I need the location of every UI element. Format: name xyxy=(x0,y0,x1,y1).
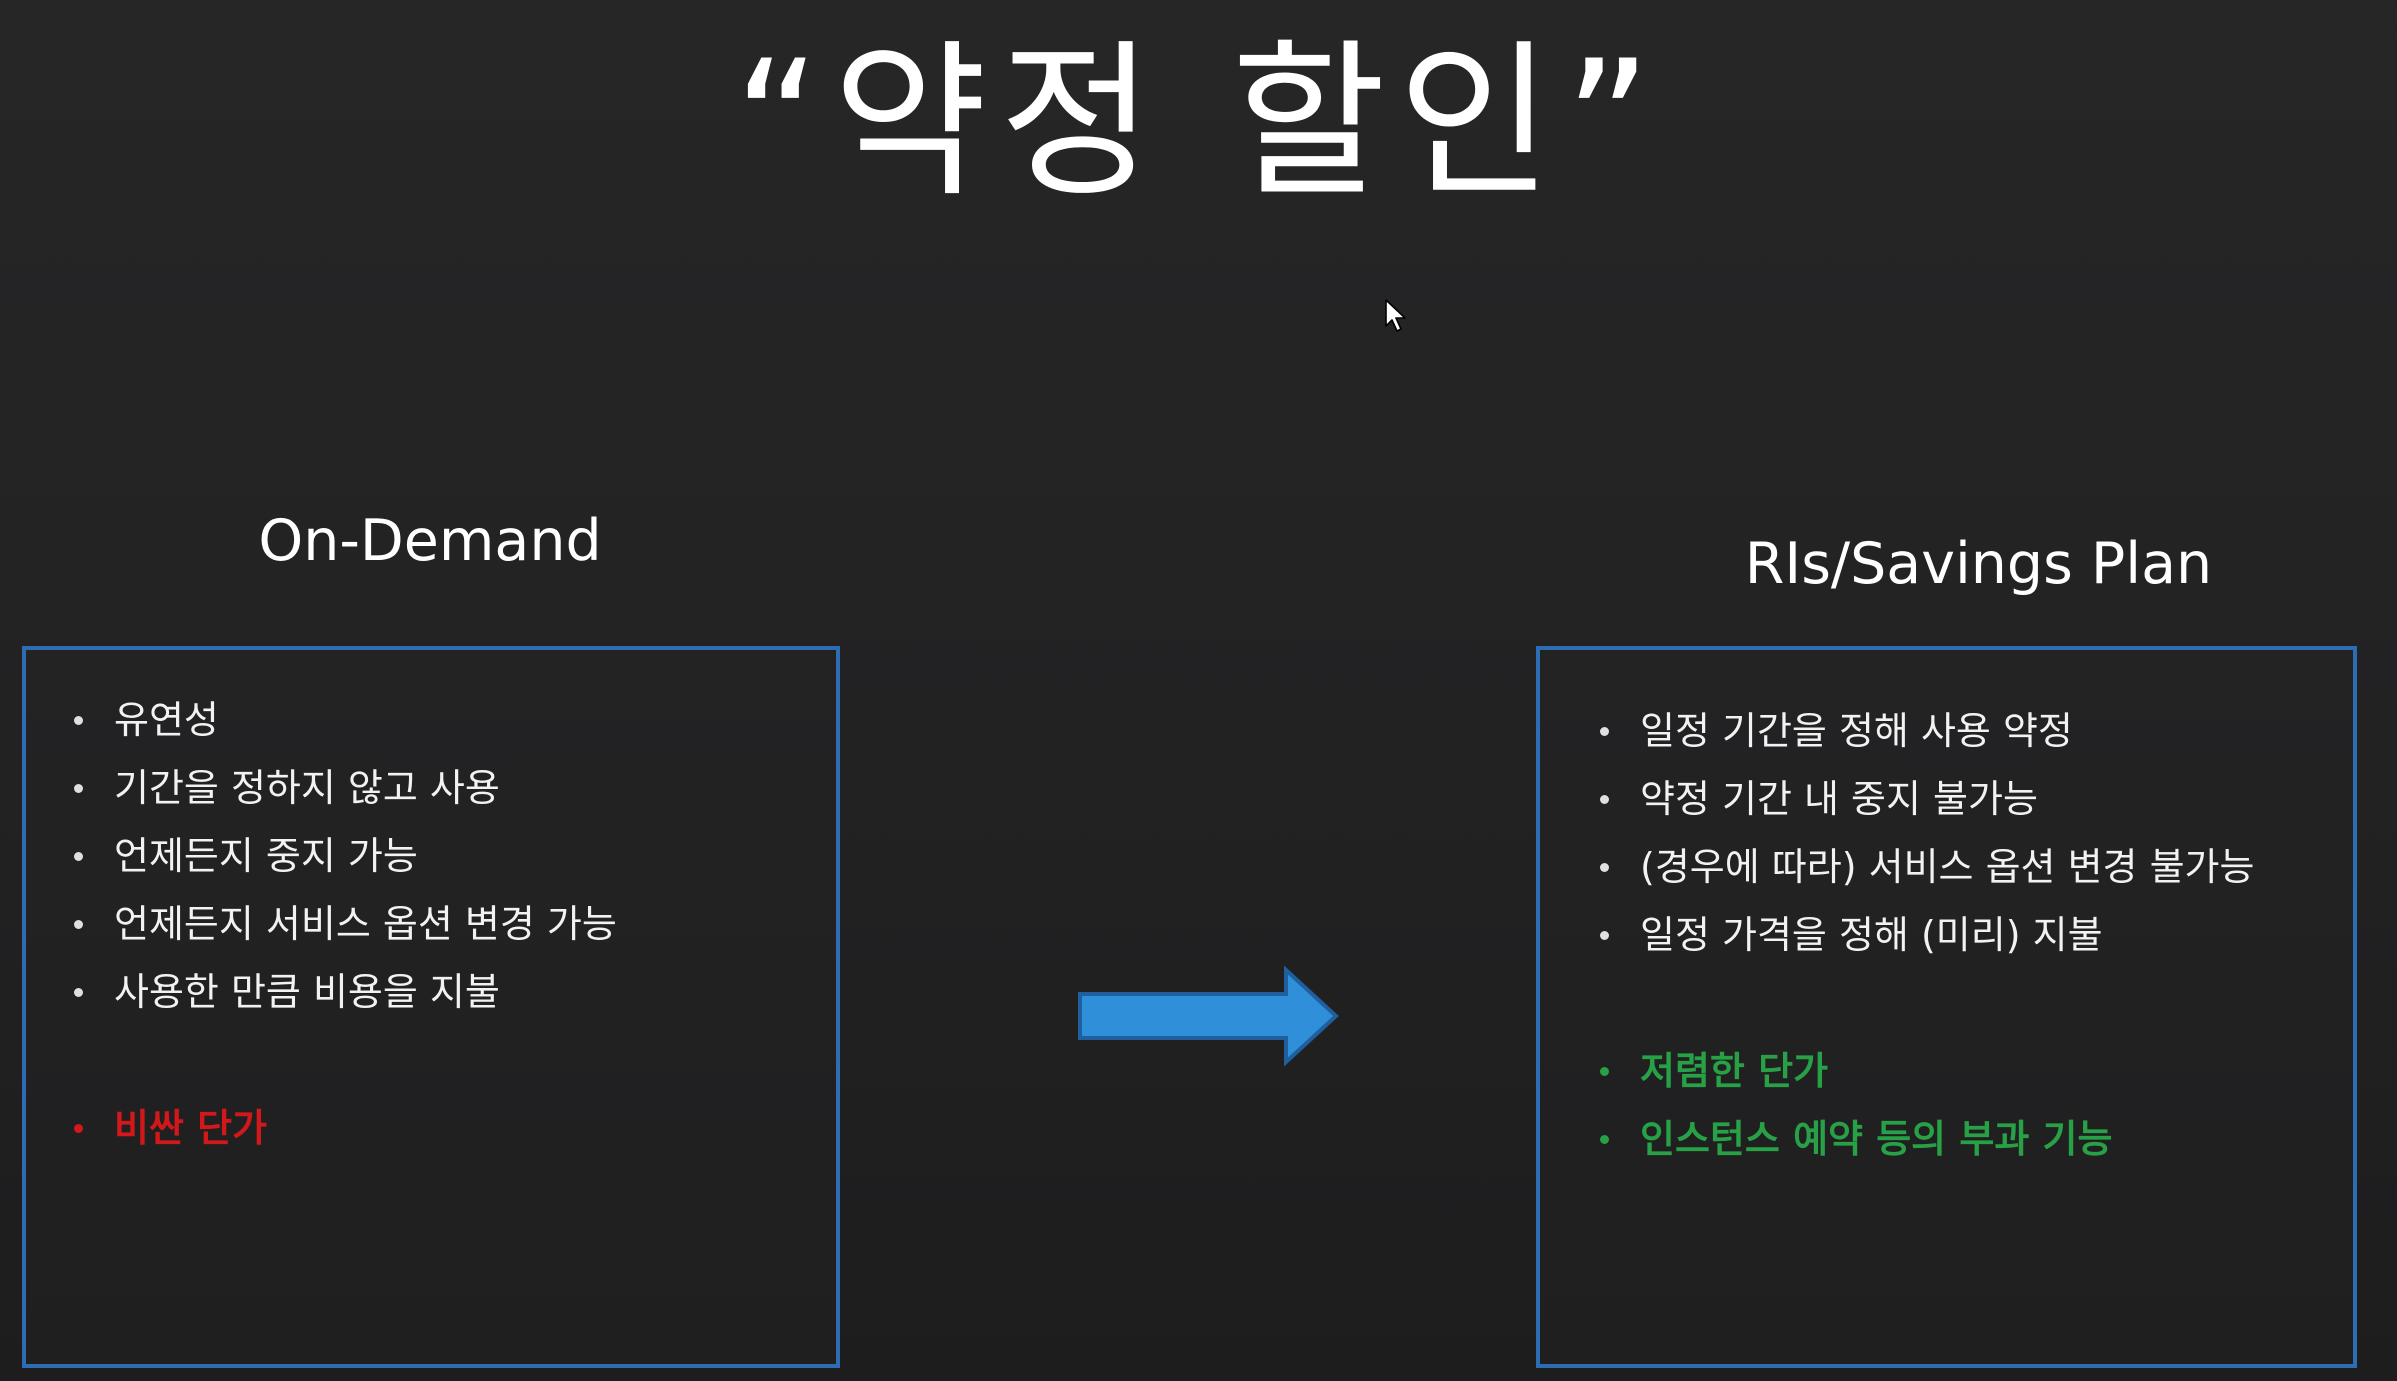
bullet-icon xyxy=(74,784,83,793)
list-item: 일정 기간을 정해 사용 약정 xyxy=(1600,706,2073,756)
on-demand-heading: On-Demand xyxy=(258,508,602,574)
right-arrow-icon xyxy=(1078,966,1339,1066)
list-item: 언제든지 서비스 옵션 변경 가능 xyxy=(74,899,617,949)
bullet-icon xyxy=(1600,931,1609,940)
bullet-icon xyxy=(1600,863,1609,872)
list-item: (경우에 따라) 서비스 옵션 변경 불가능 xyxy=(1600,842,2254,892)
cheap-price-item: 저렴한 단가 xyxy=(1600,1046,1828,1096)
on-demand-panel: 유연성 기간을 정하지 않고 사용 언제든지 중지 가능 언제든지 서비스 옵션… xyxy=(22,646,840,1368)
extra-features-item: 인스턴스 예약 등의 부과 기능 xyxy=(1600,1114,2112,1164)
list-item: 기간을 정하지 않고 사용 xyxy=(74,763,500,813)
expensive-price-item: 비싼 단가 xyxy=(74,1103,267,1153)
list-item: 유연성 xyxy=(74,695,219,745)
list-item: 약정 기간 내 중지 불가능 xyxy=(1600,774,2038,824)
bullet-icon xyxy=(74,852,83,861)
bullet-icon xyxy=(74,988,83,997)
bullet-icon xyxy=(1600,1067,1609,1076)
bullet-icon xyxy=(1600,727,1609,736)
bullet-icon xyxy=(1600,795,1609,804)
bullet-icon xyxy=(74,716,83,725)
slide-title: “약정 할인” xyxy=(733,24,1664,220)
savings-plan-panel: 일정 기간을 정해 사용 약정 약정 기간 내 중지 불가능 (경우에 따라) … xyxy=(1536,646,2357,1368)
list-item: 언제든지 중지 가능 xyxy=(74,831,418,881)
bullet-icon xyxy=(74,920,83,929)
list-item: 사용한 만큼 비용을 지불 xyxy=(74,967,500,1017)
savings-plan-heading: RIs/Savings Plan xyxy=(1744,531,2213,597)
bullet-icon xyxy=(1600,1135,1609,1144)
list-item: 일정 가격을 정해 (미리) 지불 xyxy=(1600,910,2103,960)
mouse-pointer-icon xyxy=(1385,299,1406,332)
bullet-icon xyxy=(74,1124,83,1133)
